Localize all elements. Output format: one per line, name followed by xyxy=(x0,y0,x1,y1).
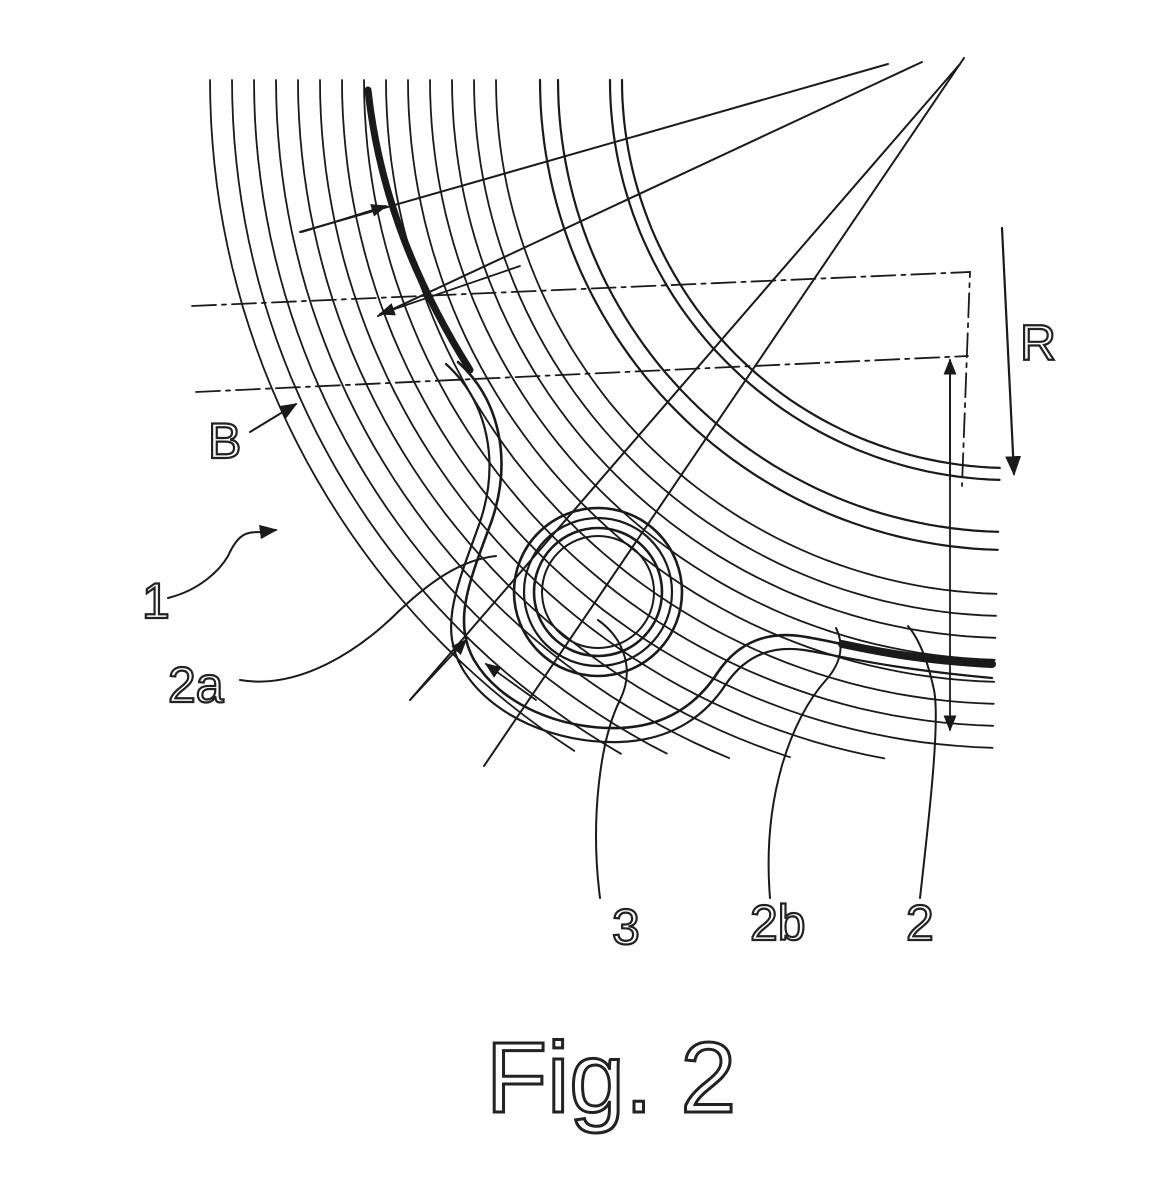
arc-line xyxy=(556,78,1000,533)
arc-line xyxy=(495,79,998,595)
groove-outline xyxy=(444,360,996,744)
radial-lines xyxy=(299,57,965,767)
ref-label-1: 1 xyxy=(142,573,170,629)
ref-label-2b: 2b xyxy=(750,895,806,951)
arc-line xyxy=(538,78,999,551)
arc-line xyxy=(473,79,997,617)
arc-line xyxy=(209,79,576,752)
ref-label-2: 2 xyxy=(906,895,934,951)
arc-line xyxy=(407,79,996,683)
ref-label-r: R xyxy=(1020,315,1056,371)
arc-line xyxy=(231,79,622,755)
emphasized-layer-arc xyxy=(364,86,474,374)
ref-label-3: 3 xyxy=(612,899,640,955)
arc-line xyxy=(608,78,1001,481)
arc-line xyxy=(275,79,730,759)
arc-line xyxy=(363,79,994,727)
arc-line xyxy=(620,78,1001,469)
figure-caption: Fig. 2 xyxy=(486,1022,736,1134)
arc-line xyxy=(385,79,995,705)
circular-element-3 xyxy=(512,506,684,678)
arc-line xyxy=(429,79,996,661)
leader-lines xyxy=(167,403,937,899)
dimension-lines xyxy=(301,204,957,732)
dash-dot-lines xyxy=(191,271,971,487)
arc-line xyxy=(253,79,668,755)
ref-label-2a: 2a xyxy=(168,657,224,713)
direction-r-arrow xyxy=(1000,226,1022,476)
ref-label-b: B xyxy=(208,413,241,469)
arc-line xyxy=(341,79,994,749)
